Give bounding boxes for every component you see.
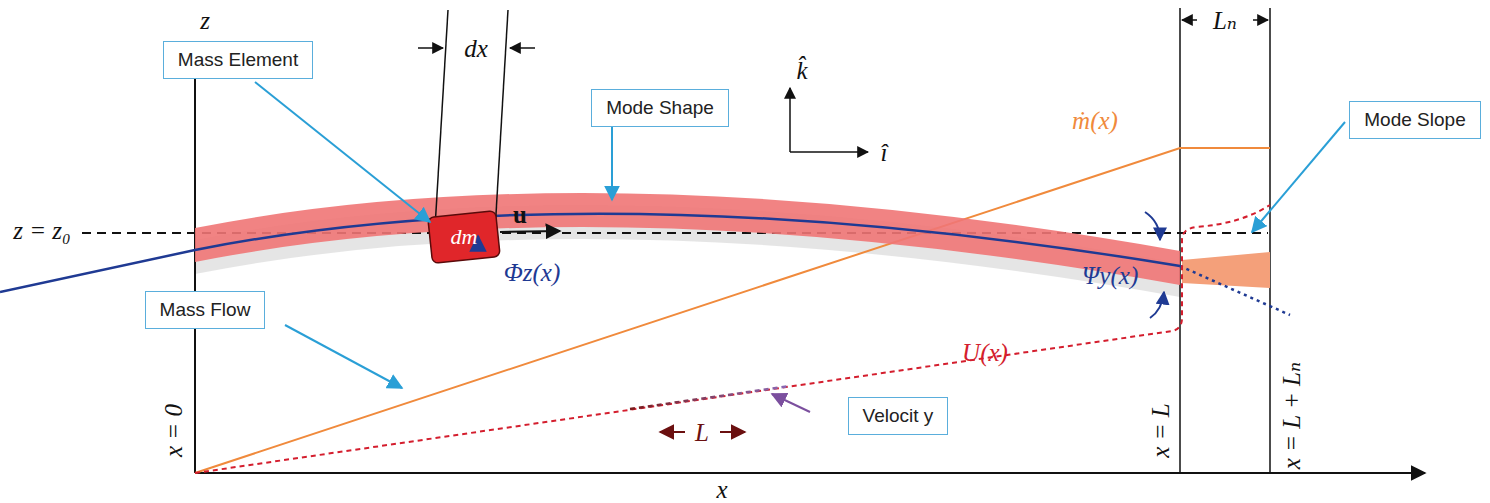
- math-label: x = L: [1148, 403, 1173, 457]
- math-label: u: [513, 202, 527, 227]
- callout-box: Velocit y: [848, 397, 949, 435]
- math-label: U(x): [962, 340, 1008, 365]
- math-label: x: [716, 477, 727, 502]
- callout-text: Mode Shape: [606, 97, 714, 118]
- math-label: î: [881, 140, 888, 165]
- math-label: dx: [464, 36, 488, 61]
- math-label: Φz(x): [504, 260, 561, 285]
- math-label: L: [695, 420, 709, 445]
- math-label: dm: [451, 226, 478, 248]
- callout-box: Mass Flow: [145, 291, 266, 329]
- callout-text: Mode Slope: [1364, 109, 1465, 130]
- math-label: x = 0: [161, 404, 186, 457]
- callout-box: Mode Slope: [1349, 101, 1480, 139]
- math-label: ṁ(x): [1072, 108, 1118, 133]
- math-label: z = z₀: [13, 218, 71, 243]
- callout-box: Mass Element: [163, 41, 313, 79]
- math-label: Lₙ: [1213, 8, 1237, 33]
- math-label: x = L + Lₙ: [1279, 361, 1304, 468]
- callout-text: Mass Flow: [160, 299, 251, 320]
- callout-box: Mode Shape: [591, 89, 729, 127]
- math-label: z: [200, 8, 210, 33]
- math-label: Ψy(x): [1082, 263, 1138, 288]
- callout-text: Velocit y: [863, 405, 934, 426]
- callout-text: Mass Element: [178, 49, 298, 70]
- math-label: k̂: [796, 58, 807, 83]
